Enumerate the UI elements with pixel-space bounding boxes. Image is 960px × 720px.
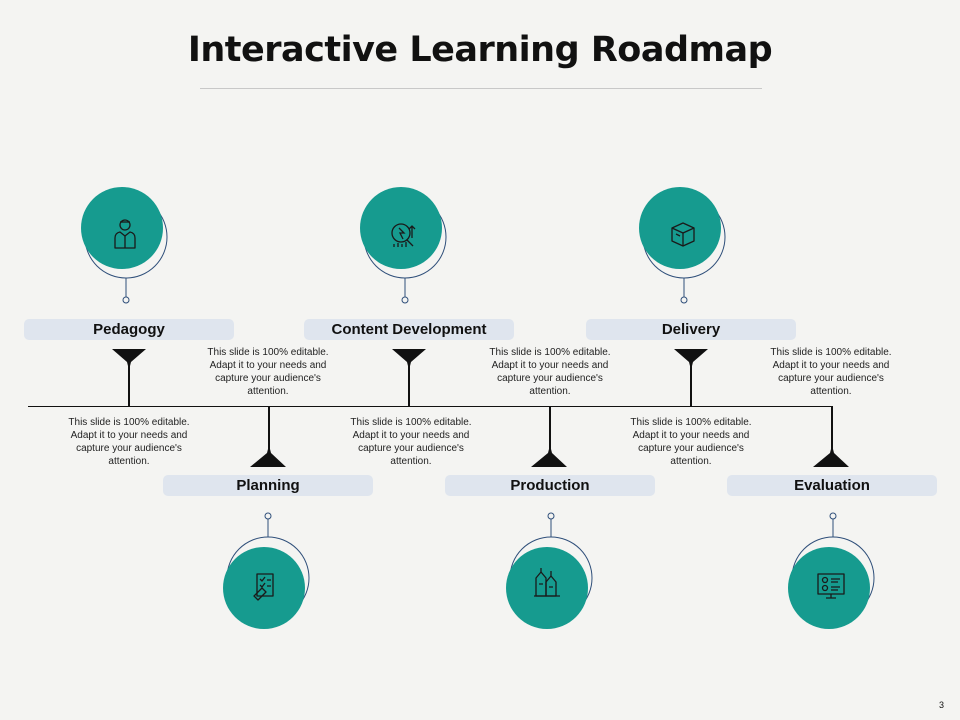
- stage-description-evaluation: This slide is 100% editable. Adapt it to…: [770, 347, 892, 397]
- stage-label-delivery: Delivery: [586, 319, 796, 340]
- teacher-icon: [114, 219, 136, 249]
- stage-node-pedagogy: [81, 187, 168, 304]
- funnel-connector-production: [531, 406, 567, 467]
- stage-label-planning: Planning: [163, 475, 373, 496]
- evaluation-icon: [817, 573, 845, 599]
- stage-description-pedagogy: This slide is 100% editable. Adapt it to…: [68, 417, 190, 467]
- stage-description-production: This slide is 100% editable. Adapt it to…: [489, 347, 611, 397]
- funnel-connector-delivery: [674, 349, 708, 406]
- page-title: Interactive Learning Roadmap: [187, 30, 773, 70]
- stage-description-delivery: This slide is 100% editable. Adapt it to…: [630, 417, 752, 467]
- stage-label-production: Production: [445, 475, 655, 496]
- stage-label-content-development: Content Development: [304, 319, 514, 340]
- checklist-icon: [253, 573, 274, 601]
- stage-description-planning: This slide is 100% editable. Adapt it to…: [207, 347, 329, 397]
- stage-label-evaluation: Evaluation: [727, 475, 937, 496]
- stage-node-evaluation: [788, 512, 875, 629]
- title-divider: [200, 88, 762, 89]
- package-icon: [671, 222, 695, 247]
- funnel-connector-pedagogy: [112, 349, 146, 406]
- factory-icon: [534, 568, 560, 597]
- page-number: 3: [938, 700, 944, 710]
- timeline-line: [28, 406, 832, 407]
- stage-label-pedagogy: Pedagogy: [24, 319, 234, 340]
- stage-node-delivery: [639, 187, 726, 304]
- funnel-connector-evaluation: [813, 406, 849, 467]
- stage-node-planning: [223, 512, 310, 629]
- funnel-connector-content-development: [392, 349, 426, 406]
- stage-node-production: [506, 512, 593, 629]
- analytics-icon: [391, 223, 416, 247]
- stage-description-content-development: This slide is 100% editable. Adapt it to…: [350, 417, 472, 467]
- funnel-connector-planning: [250, 406, 286, 467]
- stage-node-content-development: [360, 187, 447, 304]
